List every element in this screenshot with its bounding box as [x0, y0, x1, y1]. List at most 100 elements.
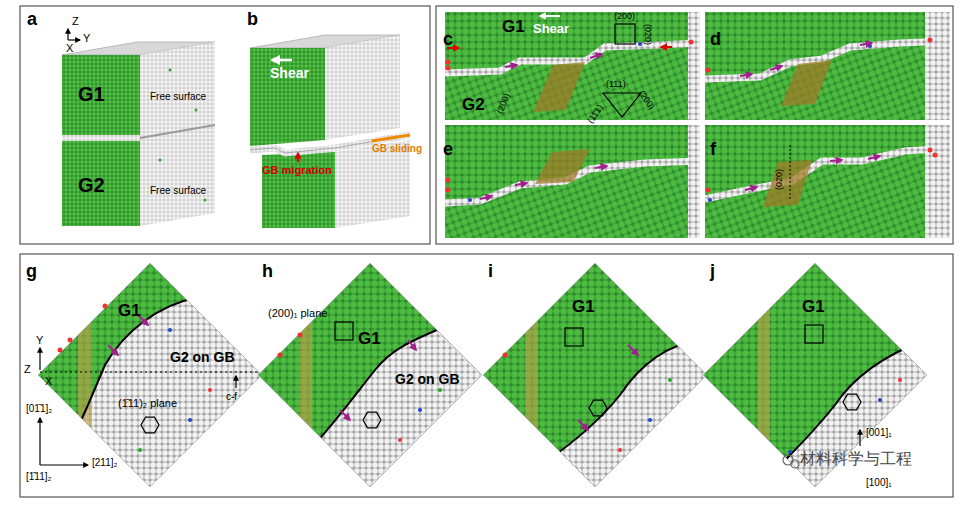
- figure-rect: [925, 125, 950, 238]
- figure-rect: [758, 263, 770, 487]
- figure-line: [860, 43, 872, 45]
- figure-g: [20, 255, 262, 487]
- figure-line: [540, 15, 560, 17]
- figure-polygon: [258, 263, 482, 487]
- figure-path: [685, 255, 955, 480]
- figure-g: [685, 255, 955, 487]
- figure-rect: [615, 24, 635, 44]
- figure-polygon: [703, 263, 927, 487]
- figure-line: [868, 156, 880, 159]
- figure-polygon: [781, 60, 832, 106]
- figure-rect: [62, 141, 140, 226]
- figure-line: [859, 430, 860, 446]
- plane-label: (020): [643, 24, 652, 45]
- figure-line: [235, 376, 236, 388]
- figure-rect: [705, 125, 950, 238]
- axis-label: Y: [83, 33, 90, 44]
- panel-letter: i: [488, 262, 493, 280]
- grain-label: G1: [572, 298, 595, 315]
- figure-polygon: [140, 42, 215, 226]
- panel-c-atoms: [445, 12, 700, 120]
- figure-line: [39, 418, 40, 465]
- axis-label: [1̄11]₂: [26, 472, 51, 482]
- figure-rect: [925, 12, 950, 120]
- axis-label: [100]₁: [866, 478, 892, 488]
- figure-circle: [159, 159, 162, 162]
- figure-line: [67, 29, 68, 40]
- panel-a-block: [62, 29, 215, 226]
- figure-rect: [705, 12, 950, 120]
- figure-circle: [868, 44, 872, 48]
- figure-line: [745, 187, 757, 190]
- axis-label: Y: [36, 335, 43, 346]
- figure-circle: [398, 438, 402, 442]
- figure-circle: [446, 60, 451, 65]
- figure-g: [240, 255, 482, 487]
- plane-label: (200): [637, 89, 656, 111]
- panel-d-atoms: [705, 12, 950, 120]
- figure-polygon: [250, 48, 325, 146]
- panel-letter: e: [443, 140, 453, 158]
- figure-circle: [503, 353, 508, 358]
- figure-line: [505, 65, 517, 67]
- figure-rect: [335, 322, 353, 340]
- grain-label: G1: [802, 298, 825, 315]
- axis-label: Z: [24, 364, 31, 375]
- plane-label: (200): [496, 92, 512, 115]
- figure-rect: [525, 263, 538, 487]
- panel-letter: j: [710, 262, 715, 280]
- figure-path: [240, 255, 480, 480]
- figure-line: [40, 464, 88, 465]
- region-label: G2 on GB: [170, 350, 235, 364]
- figure-circle: [446, 188, 451, 193]
- panel-letter: c: [443, 30, 453, 48]
- figure-polygon: [603, 93, 641, 117]
- axis-label: [001]₁: [866, 428, 892, 438]
- plane-label: (1̄11)₂ plane: [118, 398, 177, 409]
- figure-circle: [168, 328, 172, 332]
- figure-circle: [648, 418, 652, 422]
- figure-polygon: [141, 417, 159, 433]
- figure-circle: [933, 153, 938, 158]
- figure-circle: [638, 42, 642, 46]
- figure-path: [778, 340, 925, 468]
- figure-rect: [300, 263, 312, 487]
- figure-circle: [878, 398, 882, 402]
- figure-circle: [928, 38, 933, 43]
- panel-letter: f: [710, 140, 716, 158]
- panel-i-atoms: [465, 255, 725, 487]
- figure-circle: [689, 40, 694, 45]
- figure-line: [408, 340, 416, 350]
- figure-circle: [446, 178, 451, 183]
- panel-j-atoms: [685, 255, 955, 487]
- panel-f-atoms: [705, 125, 950, 238]
- panel-letter: d: [710, 30, 721, 48]
- figure-polygon: [535, 149, 590, 184]
- panel-b-block: [250, 35, 410, 228]
- figure-line: [297, 153, 299, 162]
- axis-label: Z: [72, 16, 79, 27]
- figure-circle: [418, 408, 422, 412]
- figure-path: [285, 322, 455, 475]
- figure-circle: [298, 333, 303, 338]
- figure-circle: [188, 418, 192, 422]
- figure-circle: [446, 66, 451, 71]
- figure-circle: [668, 378, 672, 382]
- figure-circle: [708, 198, 712, 202]
- figure-rect: [445, 125, 700, 238]
- figure-rect: [62, 55, 140, 135]
- figure-polyline: [705, 41, 950, 79]
- figure-rect: [62, 135, 140, 141]
- figure-polygon: [763, 160, 812, 207]
- figure-circle: [103, 304, 108, 309]
- panel-e-atoms: [445, 125, 700, 238]
- figure-rect: [688, 125, 700, 238]
- figure-circle: [208, 388, 212, 392]
- figure-line: [108, 345, 118, 355]
- migration-label: GB migration: [262, 165, 332, 176]
- axis-label: X: [45, 376, 52, 387]
- axis-label: [211]₂: [92, 458, 117, 468]
- grain-label: G1: [78, 84, 105, 104]
